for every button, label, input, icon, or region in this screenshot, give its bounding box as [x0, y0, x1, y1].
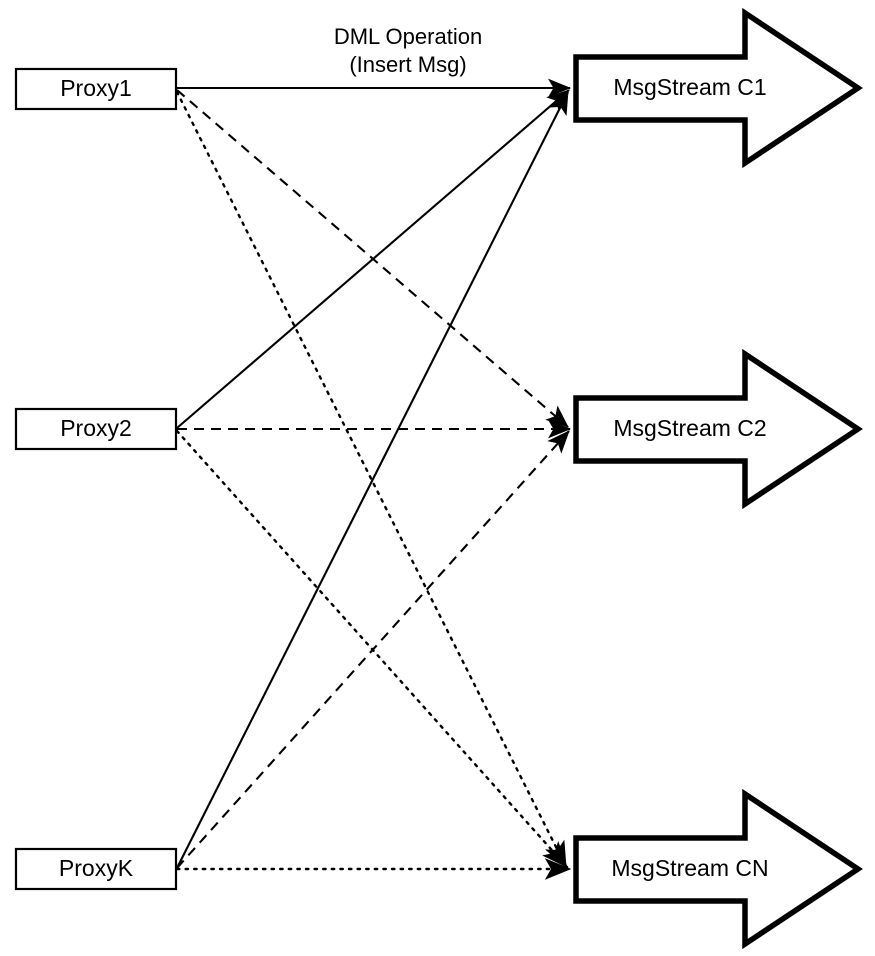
proxy1-box[interactable]	[14, 67, 178, 111]
edge-proxyk-to-c2	[176, 430, 570, 869]
msgstream-cn-arrow-shape[interactable]	[573, 788, 863, 950]
msgstream-c2-arrow-shape[interactable]	[573, 348, 863, 510]
msgstream-node-cn[interactable]: MsgStream CN	[573, 788, 863, 950]
edge-proxy2-to-cn	[175, 429, 569, 869]
edge-proxyk-to-c1	[176, 91, 569, 869]
msgstream-node-c1[interactable]: MsgStream C1	[573, 7, 863, 169]
msgstream-node-c2[interactable]: MsgStream C2	[573, 348, 863, 510]
proxy2-box[interactable]	[14, 407, 178, 451]
msgstream-c2-label: MsgStream C2	[613, 415, 766, 441]
proxyk-box[interactable]	[14, 847, 178, 891]
proxy1-label: Proxy1	[60, 75, 132, 101]
proxy-node-proxyk[interactable]: ProxyK	[14, 847, 178, 891]
edge-proxy2-to-c1	[176, 89, 570, 429]
msgstream-cn-label: MsgStream CN	[611, 855, 768, 881]
dml-operation-caption: DML Operation (Insert Msg)	[334, 24, 482, 77]
caption-line-1: DML Operation	[334, 24, 482, 49]
edge-proxy1-to-cn	[175, 90, 568, 869]
msgstream-c1-arrow-shape[interactable]	[573, 7, 863, 169]
proxyk-label: ProxyK	[59, 855, 134, 881]
proxy-node-proxy1[interactable]: Proxy1	[14, 67, 178, 111]
proxy2-label: Proxy2	[60, 415, 132, 441]
proxy-node-proxy2[interactable]: Proxy2	[14, 407, 178, 451]
msgstream-c1-label: MsgStream C1	[613, 74, 766, 100]
caption-line-2: (Insert Msg)	[349, 52, 466, 77]
edge-layer	[175, 78, 572, 880]
